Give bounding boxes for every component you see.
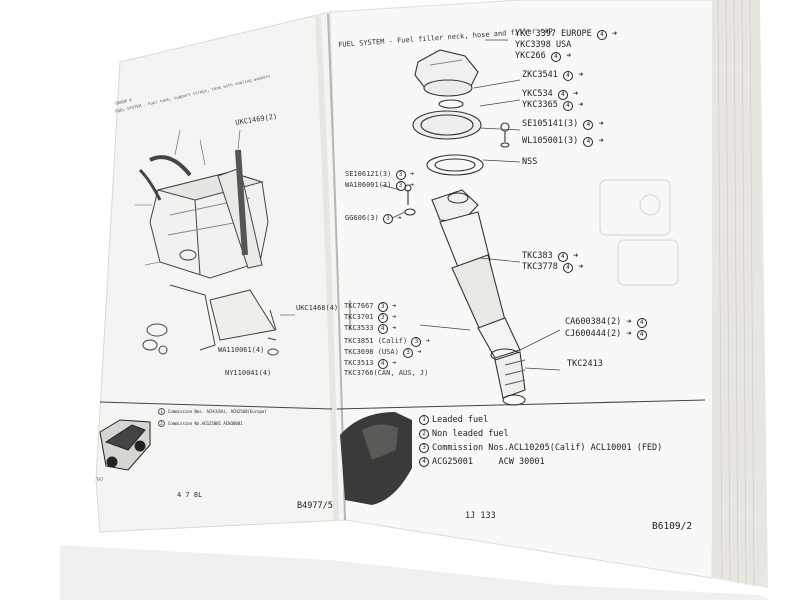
hose-label-1: TKC3701 3 ➜ — [344, 313, 397, 323]
car-thumbnail — [99, 419, 151, 471]
hose-label-3: TKC3851 (Calif) 3 ➜ — [344, 337, 430, 347]
arrow-icon: ➜ — [391, 359, 397, 367]
right-left-label-2: GG606(3) 3 ➜ — [345, 214, 402, 224]
right-label-5: YKC3365 4 ➜ — [522, 100, 584, 111]
right-note-1: 1 Leaded fuel — [419, 415, 488, 425]
arrow-icon: ➜ — [598, 136, 604, 146]
right-label-7: WL105001(3) 4 ➜ — [522, 136, 604, 147]
arrow-icon: ➜ — [578, 100, 584, 110]
arrow-icon: ➜ — [572, 251, 579, 261]
arrow-icon: ➜ — [417, 348, 422, 356]
left-plate-code: B4977/5 — [297, 501, 333, 511]
right-page-number: 1J 133 — [465, 511, 496, 521]
right-left-label-0: SE106121(3) 3 ➜ — [345, 170, 415, 180]
right-divider — [336, 399, 706, 410]
hose-label-2: TKC3533 4 ➜ — [344, 324, 397, 334]
right-left-label-1: WA106001(3) 3 ➜ — [345, 181, 415, 191]
right-note-3: 3 Commission Nos.ACL10205(Calif) ACL1000… — [419, 443, 662, 453]
right-note-2: 2 Non leaded fuel — [419, 429, 509, 439]
right-label-3: ZKC3541 4 ➜ — [522, 70, 584, 81]
arrow-icon: ➜ — [565, 51, 572, 61]
right-label-1: YKC3398 USA — [515, 40, 572, 50]
right-label-8: NSS — [522, 157, 538, 167]
arrow-icon: ➜ — [572, 89, 579, 99]
arrow-icon: ➜ — [391, 302, 397, 310]
left-footer-code: TA7 — [96, 477, 104, 482]
arrow-icon: ➜ — [578, 70, 584, 80]
right-plate-code: B6109/2 — [652, 521, 693, 532]
arrow-icon: ➜ — [409, 181, 415, 189]
arrow-icon: ➜ — [391, 324, 397, 332]
filler-assembly-drawing — [404, 49, 526, 406]
arrow-icon: ➜ — [626, 317, 632, 327]
left-label-washer: WA110061(4) — [218, 346, 265, 354]
left-label-nut: NY110041(4) — [225, 369, 272, 377]
right-label-4: YKC534 4 ➜ — [522, 89, 579, 100]
page-stack-edge — [712, 0, 768, 588]
left-note-2: 2 Commission No.ACG25001 ACW30001 — [158, 420, 243, 427]
right-label-2: YKC266 4 ➜ — [515, 51, 572, 62]
arrow-icon: ➜ — [425, 337, 430, 345]
fuel-tank-drawing — [138, 149, 279, 356]
right-label-12: CJ600444(2) ➜ 4 — [565, 330, 647, 340]
hose-label-6: TKC3766(CAN, AUS, J) — [344, 369, 429, 377]
hose-label-5: TKC3513 4 ➜ — [344, 359, 397, 369]
arrow-icon: ➜ — [397, 214, 402, 222]
left-page-number: 4 7 8L — [177, 491, 203, 499]
arrow-icon: ➜ — [391, 313, 397, 321]
right-label-10: TKC3778 4 ➜ — [522, 262, 584, 273]
arrow-icon: ➜ — [612, 29, 618, 39]
arrow-icon: ➜ — [578, 262, 584, 272]
arrow-icon: ➜ — [598, 119, 604, 129]
hose-label-4: TKC3698 (USA) 3 ➜ — [344, 348, 422, 358]
right-label-0: YKC 3397 EUROPE 4 ➜ — [515, 29, 618, 40]
arrow-icon: ➜ — [409, 170, 415, 178]
left-divider — [99, 401, 333, 410]
right-label-11: CA600384(2) ➜ 4 — [565, 318, 647, 328]
left-note-1: 1 Commission Nos. ACH(USA), ACH2568(Euro… — [158, 408, 267, 415]
right-note-4: 4 ACG25001 ACW 30001 — [419, 457, 545, 467]
arrow-icon: ➜ — [626, 329, 632, 339]
hose-label-0: TKC7667 3 ➜ — [344, 302, 397, 312]
right-label-6: SE105141(3) 4 ➜ — [522, 119, 604, 130]
left-label-bolt: UKC1468(4) — [296, 304, 339, 312]
right-label-13: TKC2413 — [567, 359, 603, 369]
right-label-9: TKC383 4 ➜ — [522, 251, 579, 262]
